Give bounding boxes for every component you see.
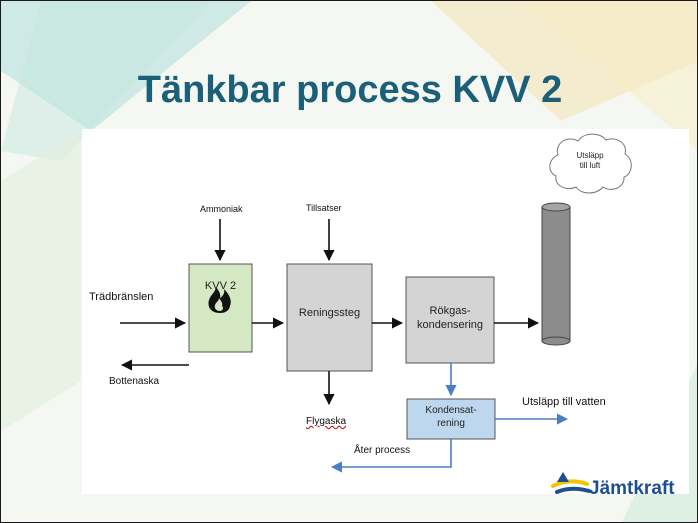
rokgas-line1: Rökgas- bbox=[429, 305, 471, 317]
process-diagram bbox=[120, 133, 632, 473]
ammoniak-label: Ammoniak bbox=[200, 204, 243, 214]
jamtkraft-logo: Jämtkraft bbox=[549, 464, 689, 504]
cloud-icon bbox=[549, 133, 632, 194]
flygaska-label: Flygaska bbox=[306, 416, 347, 427]
kondensat-line2: rening bbox=[437, 417, 465, 429]
utslapp-luft-line1: Utsläpp bbox=[576, 151, 604, 160]
logo-mark-icon bbox=[551, 472, 591, 494]
chimney-icon bbox=[541, 202, 571, 346]
rokgaskondensering-label: Rökgas- kondensering bbox=[406, 305, 494, 333]
reningssteg-box bbox=[286, 263, 373, 372]
kvv2-label: KVV 2 bbox=[204, 280, 237, 292]
ater-process-arrow bbox=[330, 439, 452, 473]
utslapp-vatten-label: Utsläpp till vatten bbox=[522, 396, 606, 408]
rokgas-line2: kondensering bbox=[416, 318, 484, 331]
process-diagram-panel: Ammoniak Tillsatser Trädbränslen Bottena… bbox=[82, 129, 689, 494]
utslapp-luft-line2: till luft bbox=[579, 161, 601, 170]
kondensat-line1: Kondensat- bbox=[425, 405, 477, 416]
slide-title: Tänkbar process KVV 2 bbox=[137, 69, 563, 111]
rokgaskondensering-box bbox=[405, 276, 495, 364]
kondensatrening-label: Kondensat- rening bbox=[407, 405, 495, 430]
tradbranslen-label: Trädbränslen bbox=[89, 291, 154, 303]
ater-process-label: Åter process bbox=[354, 445, 411, 456]
reningssteg-label: Reningssteg bbox=[298, 307, 361, 319]
bottenaska-label: Bottenaska bbox=[109, 376, 160, 387]
logo-text: Jämtkraft bbox=[589, 478, 675, 499]
tillsatser-label: Tillsatser bbox=[306, 203, 342, 213]
kondensatrening-box bbox=[406, 398, 496, 440]
flame-icon bbox=[208, 287, 231, 313]
utslapp-luft-label: Utsläpp till luft bbox=[565, 151, 615, 171]
